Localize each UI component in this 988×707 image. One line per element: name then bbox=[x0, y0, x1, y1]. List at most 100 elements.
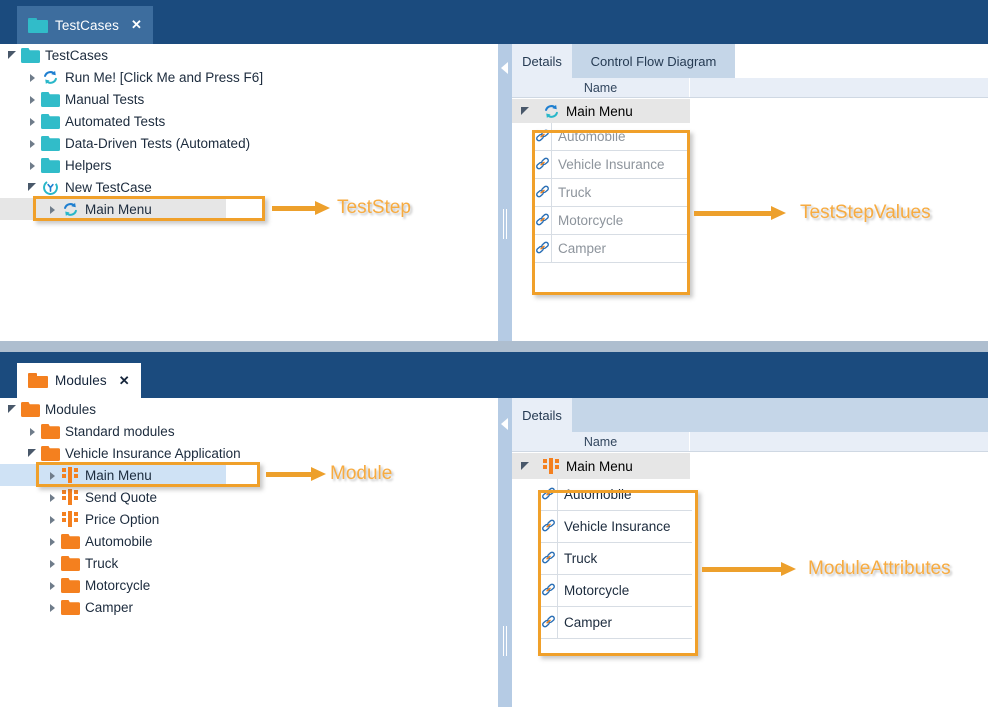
column-header-blank[interactable] bbox=[690, 78, 988, 97]
column-label: Name bbox=[583, 434, 618, 449]
tree-row[interactable]: Motorcycle bbox=[0, 574, 498, 596]
annotation-module: Module bbox=[330, 463, 393, 484]
tree-row[interactable]: Automated Tests bbox=[0, 110, 498, 132]
twist-closed-icon[interactable] bbox=[46, 198, 59, 220]
tree-row[interactable]: Manual Tests bbox=[0, 88, 498, 110]
tree-row[interactable]: Modules bbox=[0, 398, 498, 420]
grid-value-row[interactable]: Automobile bbox=[540, 479, 692, 511]
grid-value-row[interactable]: Truck bbox=[540, 543, 692, 575]
grid-value-label: Truck bbox=[557, 543, 692, 574]
close-icon[interactable]: ✕ bbox=[118, 372, 130, 388]
column-header-name[interactable]: Name bbox=[512, 78, 690, 97]
twist-closed-icon[interactable] bbox=[26, 420, 39, 442]
folder-orange-icon bbox=[39, 420, 61, 442]
grid-value-row[interactable]: Vehicle Insurance bbox=[540, 511, 692, 543]
tree-row-label: Run Me! [Click Me and Press F6] bbox=[65, 69, 264, 85]
twist-closed-icon[interactable] bbox=[46, 574, 59, 596]
tree-row[interactable]: New TestCase bbox=[0, 176, 498, 198]
twist-closed-icon[interactable] bbox=[26, 154, 39, 176]
recycle-teal-icon bbox=[39, 66, 61, 88]
tree-row[interactable]: Price Option bbox=[0, 508, 498, 530]
tree-row[interactable]: Standard modules bbox=[0, 420, 498, 442]
twist-open-icon[interactable] bbox=[6, 398, 19, 420]
twist-open-icon[interactable] bbox=[6, 44, 19, 66]
tree-row-label: Helpers bbox=[65, 157, 112, 173]
bottom-splitter[interactable] bbox=[498, 398, 512, 707]
twist-closed-icon[interactable] bbox=[46, 508, 59, 530]
grid-value-row[interactable]: Motorcycle bbox=[540, 575, 692, 607]
column-header-blank[interactable] bbox=[690, 432, 988, 451]
column-header-name[interactable]: Name bbox=[512, 432, 690, 451]
twist-closed-icon[interactable] bbox=[26, 88, 39, 110]
grid-value-row[interactable]: Truck bbox=[534, 179, 690, 207]
twist-closed-icon[interactable] bbox=[46, 530, 59, 552]
tree-row[interactable]: Main Menu bbox=[0, 464, 226, 486]
tree-row[interactable]: Automobile bbox=[0, 530, 498, 552]
tab-testcases[interactable]: TestCases ✕ bbox=[17, 6, 153, 44]
grid-value-row[interactable]: Camper bbox=[540, 607, 692, 639]
splitter-grip bbox=[503, 209, 504, 239]
twist-open-icon[interactable] bbox=[26, 176, 39, 198]
grid-root-row[interactable]: Main Menu bbox=[512, 453, 690, 479]
annotation-moduleattributes: ModuleAttributes bbox=[808, 558, 951, 579]
tab-control-flow-diagram[interactable]: Control Flow Diagram bbox=[572, 44, 735, 78]
tree-row[interactable]: Camper bbox=[0, 596, 498, 618]
tree-row-label: Main Menu bbox=[85, 201, 152, 217]
tree-row[interactable]: Helpers bbox=[0, 154, 498, 176]
arrow-module bbox=[266, 467, 326, 481]
tree-row-label: Send Quote bbox=[85, 489, 158, 505]
folder-teal-icon bbox=[39, 132, 61, 154]
twist-open-icon[interactable] bbox=[512, 461, 538, 471]
tree-row-label: Vehicle Insurance Application bbox=[65, 445, 241, 461]
tree-row-label: Data-Driven Tests (Automated) bbox=[65, 135, 251, 151]
tab-modules[interactable]: Modules ✕ bbox=[17, 363, 141, 398]
tree-row[interactable]: Truck bbox=[0, 552, 498, 574]
tree-row[interactable]: Run Me! [Click Me and Press F6] bbox=[0, 66, 498, 88]
grid-value-row[interactable]: Motorcycle bbox=[534, 207, 690, 235]
tab-label: Control Flow Diagram bbox=[590, 53, 717, 69]
link-icon bbox=[534, 183, 551, 203]
grid-value-row[interactable]: Camper bbox=[534, 235, 690, 263]
tree-row[interactable]: Data-Driven Tests (Automated) bbox=[0, 132, 498, 154]
twist-closed-icon[interactable] bbox=[26, 132, 39, 154]
tab-details[interactable]: Details bbox=[512, 398, 572, 432]
folder-orange-icon bbox=[39, 442, 61, 464]
grid-value-row[interactable]: Vehicle Insurance bbox=[534, 151, 690, 179]
tree-row-label: Truck bbox=[85, 555, 119, 571]
twist-open-icon[interactable] bbox=[512, 106, 538, 116]
tree-row[interactable]: Vehicle Insurance Application bbox=[0, 442, 498, 464]
twist-closed-icon[interactable] bbox=[46, 596, 59, 618]
twist-closed-icon[interactable] bbox=[46, 486, 59, 508]
tree-row-label: TestCases bbox=[45, 47, 109, 63]
tree-row[interactable]: Send Quote bbox=[0, 486, 498, 508]
twist-closed-icon[interactable] bbox=[46, 552, 59, 574]
close-icon[interactable]: ✕ bbox=[130, 17, 142, 32]
module-orange-icon bbox=[538, 458, 564, 474]
collapse-left-arrow-icon[interactable] bbox=[501, 418, 508, 430]
top-details-panel: Details Control Flow Diagram Name Main M… bbox=[512, 44, 988, 341]
splitter-grip bbox=[506, 626, 507, 656]
tree-row-label: Modules bbox=[45, 401, 97, 417]
tree-row[interactable]: TestCases bbox=[0, 44, 498, 66]
collapse-left-arrow-icon[interactable] bbox=[501, 62, 508, 74]
module-orange-icon bbox=[59, 486, 81, 508]
twist-closed-icon[interactable] bbox=[26, 110, 39, 132]
twist-closed-icon[interactable] bbox=[26, 66, 39, 88]
splitter-grip bbox=[503, 626, 504, 656]
link-icon bbox=[540, 613, 557, 633]
tree-row-label: Automated Tests bbox=[65, 113, 166, 129]
twist-open-icon[interactable] bbox=[26, 442, 39, 464]
top-splitter[interactable] bbox=[498, 44, 512, 341]
grid-root-row[interactable]: Main Menu bbox=[512, 99, 690, 123]
tree-row[interactable]: Main Menu bbox=[0, 198, 226, 220]
grid-value-row[interactable]: Automobile bbox=[534, 123, 690, 151]
tab-details[interactable]: Details bbox=[512, 44, 572, 78]
twist-closed-icon[interactable] bbox=[46, 464, 59, 486]
